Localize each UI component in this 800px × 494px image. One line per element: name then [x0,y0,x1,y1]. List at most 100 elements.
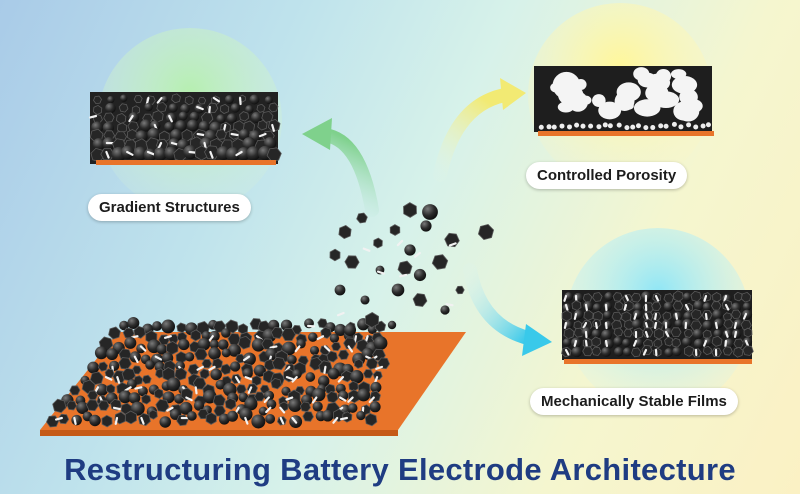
particle [193,400,205,411]
particle [690,320,702,331]
particle [133,146,148,161]
particle [105,383,116,395]
binder-fiber [339,396,347,402]
binder-fiber [134,386,143,390]
particle [611,311,623,322]
particle [209,339,219,350]
particle [683,328,694,338]
particle [197,337,211,351]
particle [742,345,754,356]
fine-pore [602,122,608,128]
particle [152,321,162,332]
particle [66,400,78,411]
particle [334,323,347,337]
particle [103,112,115,123]
binder-fiber [336,311,345,317]
particle [591,346,602,356]
particle [159,416,171,428]
particle [372,370,383,381]
binder-fiber [230,132,239,137]
particle [682,292,692,302]
fine-pore [559,123,565,129]
particle [571,300,582,311]
binder-fiber [399,273,408,278]
fine-pore [678,124,684,130]
particle [216,114,226,124]
particle [164,121,175,132]
particle [239,111,250,122]
binder-fiber [584,339,588,348]
pore [592,94,606,107]
particle [604,292,614,301]
particle [176,322,187,334]
binder-fiber [124,386,132,392]
binder-fiber [235,150,243,157]
particle [144,102,153,112]
particle [564,292,573,301]
particle [201,358,213,369]
binder-fiber [323,345,331,352]
particle [87,390,99,401]
particle [128,392,141,404]
binder-fiber [269,345,278,349]
particle [190,329,202,342]
binder-fiber [623,303,628,311]
particle [85,399,99,412]
binder-fiber [742,312,748,320]
binder-fiber [285,396,294,401]
particle [603,302,612,311]
binder-fiber [347,396,354,403]
particle [208,347,221,360]
electrode-coating [46,316,391,429]
particle [230,361,241,372]
fine-pore [624,125,630,131]
fine-pore [658,123,664,129]
binder-fiber [316,335,325,341]
binder-fiber [594,321,598,330]
particle [97,361,109,372]
particle [174,367,188,381]
binder-fiber [644,321,649,329]
binder-fiber [347,345,354,353]
particle [670,327,682,338]
particle [130,401,145,416]
particle [327,367,340,380]
particle [246,146,261,161]
binder-fiber [291,416,298,424]
particle [420,220,432,232]
particle [582,293,593,303]
particle [622,338,631,348]
binder-fiber [279,406,286,414]
particle [321,409,334,422]
controlled-porosity-label: Controlled Porosity [526,162,688,189]
particle [263,390,275,401]
particle [124,410,137,425]
particle [178,338,190,351]
particle [265,347,278,361]
binder-fiber [703,339,708,347]
particle [404,244,416,256]
particle [156,343,168,355]
binder-fiber [396,239,404,247]
particle [199,368,210,380]
particle [377,357,391,370]
binder-fiber [242,355,251,362]
particle [391,283,405,297]
particle [582,346,594,357]
binder-fiber [644,330,649,338]
pore [671,75,698,94]
particle [101,414,113,428]
particle [194,348,208,361]
page-title: Restructuring Battery Electrode Architec… [64,452,736,487]
particle [227,343,241,357]
binder-fiber [208,335,214,343]
particle [413,268,427,282]
particle [583,300,594,312]
particle [682,318,693,330]
binder-fiber [146,150,155,156]
particle [302,411,314,422]
particle [292,369,302,379]
particle [743,327,753,338]
particle [363,369,374,379]
